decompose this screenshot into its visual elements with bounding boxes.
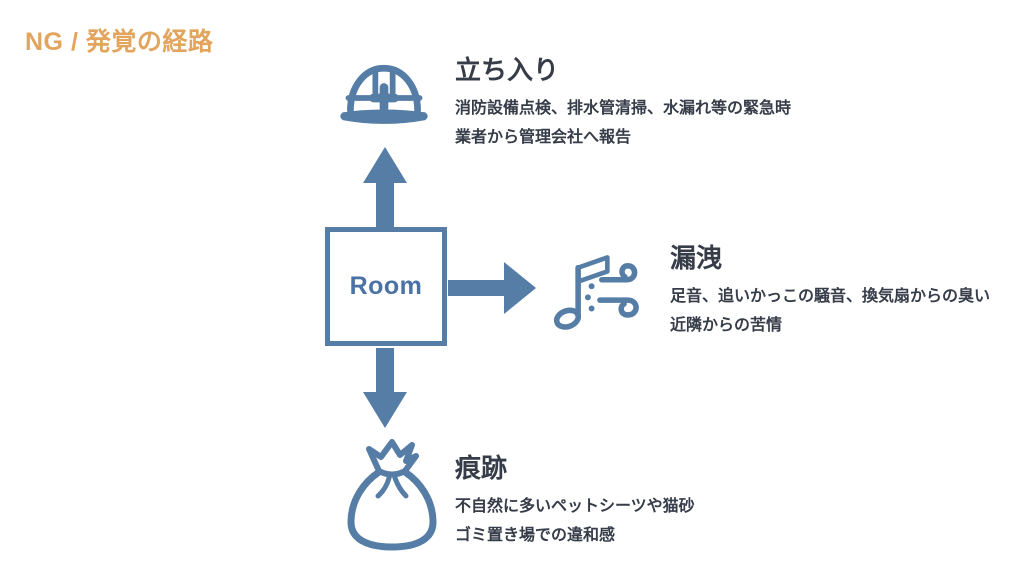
arrow-right-icon [448, 262, 536, 314]
node-leak-line-2: 近隣からの苦情 [670, 317, 783, 334]
trash-bag-icon [347, 439, 437, 551]
node-entry-line-2: 業者から管理会社へ報告 [455, 129, 632, 146]
room-label: Room [349, 272, 423, 300]
helmet-icon [340, 64, 428, 124]
node-leak: 漏洩 足音、追いかっこの騒音、換気扇からの臭い 近隣からの苦情 [670, 238, 990, 340]
node-leak-line-1: 足音、追いかっこの騒音、換気扇からの臭い [670, 288, 991, 305]
node-entry-line-1: 消防設備点検、排水管清掃、水漏れ等の緊急時 [455, 100, 792, 117]
node-entry-heading: 立ち入り [455, 55, 560, 85]
music-wind-icon [553, 255, 639, 330]
node-trace-heading: 痕跡 [455, 453, 508, 483]
arrow-up-icon [363, 147, 407, 227]
arrow-down-icon [363, 348, 407, 428]
node-trace-line-2: ゴミ置き場での違和感 [455, 527, 616, 544]
node-entry: 立ち入り 消防設備点検、排水管清掃、水漏れ等の緊急時 業者から管理会社へ報告 [455, 50, 791, 152]
node-trace: 痕跡 不自然に多いペットシーツや猫砂 ゴミ置き場での違和感 [455, 448, 695, 550]
node-leak-heading: 漏洩 [670, 243, 723, 273]
room-box: Room [325, 227, 447, 346]
node-trace-line-1: 不自然に多いペットシーツや猫砂 [455, 498, 695, 515]
page-title: NG / 発覚の経路 [25, 28, 214, 56]
